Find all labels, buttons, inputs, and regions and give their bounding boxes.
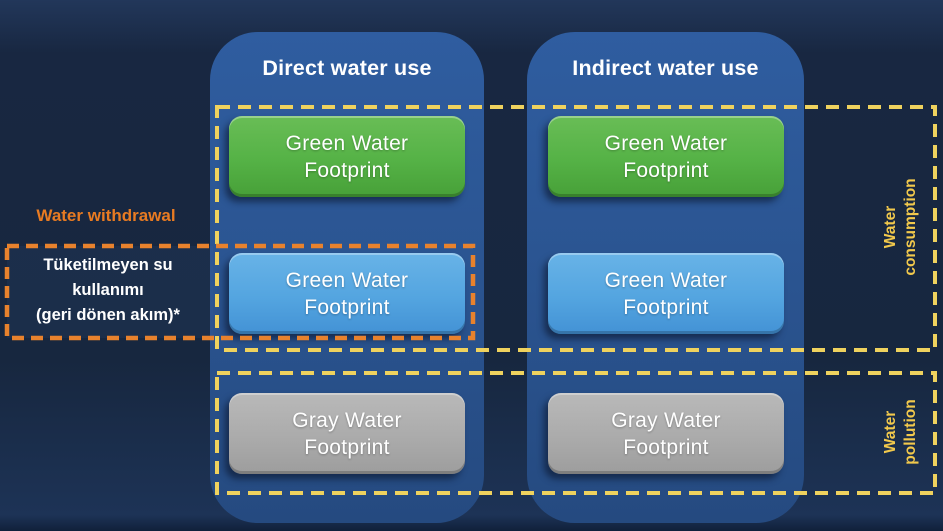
non-consumed-water-note: Tüketilmeyen su kullanımı (geri dönen ak… [12, 253, 204, 328]
box-label-line1: Green Water [285, 268, 409, 292]
note-line2: kullanımı [72, 281, 144, 299]
box-label-line1: Gray Water [292, 408, 402, 432]
box-label-line2: Footprint [304, 295, 390, 319]
direct-gray-water-footprint-box: Gray Water Footprint [229, 393, 465, 474]
box-label-line1: Green Water [604, 268, 728, 292]
box-label-line1: Green Water [285, 131, 409, 155]
column-direct-water-use: Direct water use Green Water Footprint G… [210, 32, 484, 523]
direct-blue-water-footprint-box: Green Water Footprint [229, 253, 465, 334]
water-withdrawal-label: Water withdrawal [36, 206, 176, 225]
box-label-line1: Green Water [604, 131, 728, 155]
water-consumption-label: Water consumption [881, 157, 923, 297]
water-pollution-label: Water pollution [881, 362, 923, 502]
consumption-line1: Water [882, 205, 899, 249]
box-label-line1: Gray Water [611, 408, 721, 432]
column-direct-title: Direct water use [262, 56, 432, 80]
consumption-line2: consumption [902, 178, 919, 276]
pollution-line1: Water [882, 410, 899, 454]
indirect-gray-water-footprint-box: Gray Water Footprint [548, 393, 784, 474]
pollution-line2: pollution [902, 399, 919, 465]
indirect-green-water-footprint-box: Green Water Footprint [548, 116, 784, 197]
box-label-line2: Footprint [304, 158, 390, 182]
indirect-blue-water-footprint-box: Green Water Footprint [548, 253, 784, 334]
note-line3: (geri dönen akım)* [36, 306, 180, 324]
box-label-line2: Footprint [623, 435, 709, 459]
box-label-line2: Footprint [623, 295, 709, 319]
column-indirect-water-use: Indirect water use Green Water Footprint… [527, 32, 804, 523]
direct-green-water-footprint-box: Green Water Footprint [229, 116, 465, 197]
box-label-line2: Footprint [304, 435, 390, 459]
column-indirect-title: Indirect water use [572, 56, 759, 80]
note-line1: Tüketilmeyen su [43, 256, 173, 274]
box-label-line2: Footprint [623, 158, 709, 182]
